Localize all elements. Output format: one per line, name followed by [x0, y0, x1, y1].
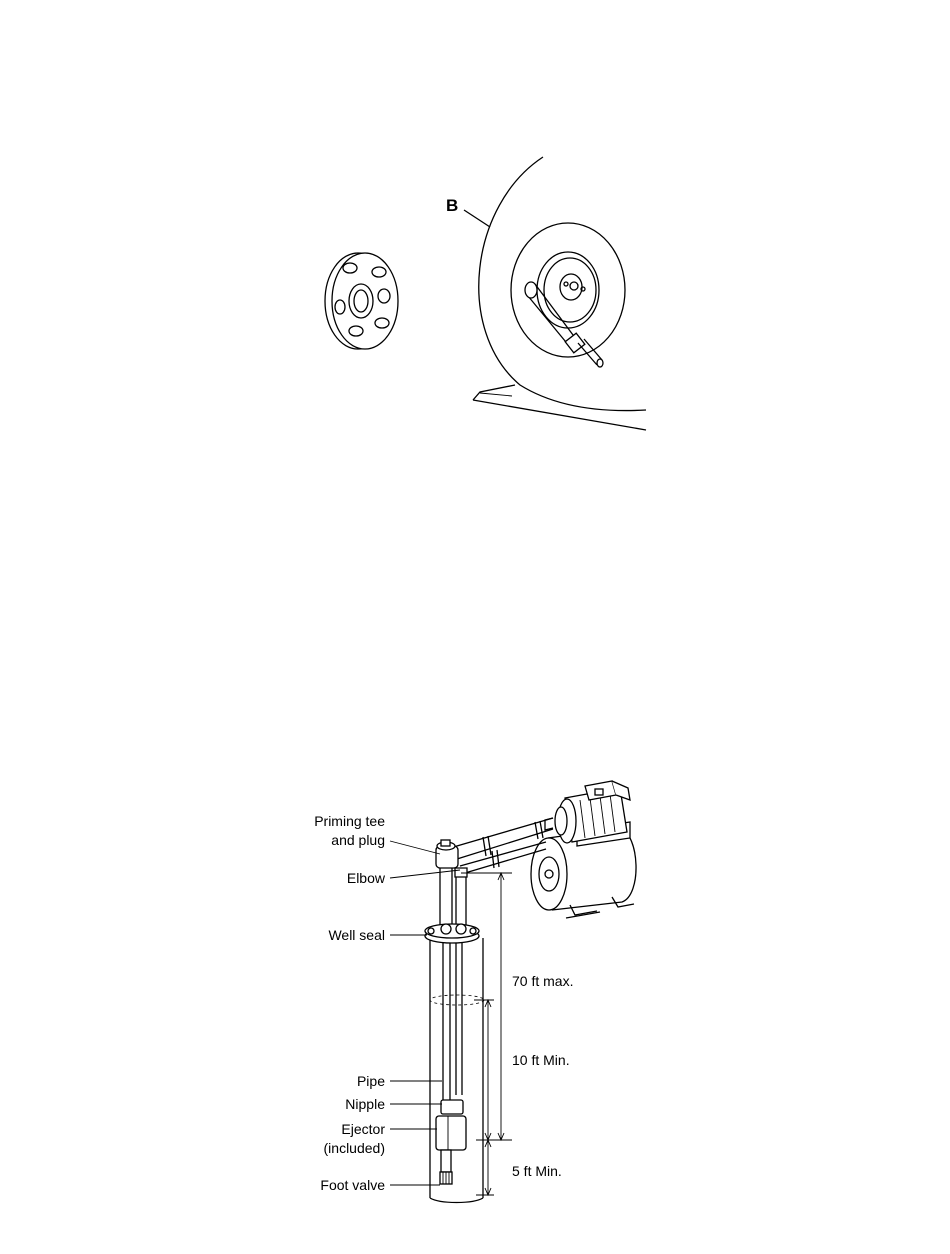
well-installation-drawing: Priming tee and plug Elbow Well seal Pip…	[0, 760, 950, 1254]
callout-b: B	[446, 196, 490, 227]
tank-flange-figure: B	[0, 0, 950, 480]
nipple-label: Nipple	[345, 1096, 385, 1112]
pump-and-tank-assembly	[531, 781, 636, 918]
submersion-label: 10 ft Min.	[512, 1052, 570, 1068]
ejector-assembly	[436, 1100, 466, 1184]
elbow-label: Elbow	[347, 870, 386, 886]
well-seal	[425, 924, 479, 943]
flange-ring-part	[325, 253, 398, 349]
ejector-label-line1: Ejector	[341, 1121, 385, 1137]
well-casing	[430, 938, 484, 1203]
bottom-clearance-label: 5 ft Min.	[512, 1163, 562, 1179]
elbow-fitting	[455, 868, 467, 877]
well-pipes	[440, 868, 466, 1105]
dimension-labels: 70 ft max. 10 ft Min. 5 ft Min.	[512, 973, 573, 1179]
tank-flange-drawing: B	[0, 0, 950, 480]
dimension-lines	[461, 873, 512, 1195]
ejector-label-line2: (included)	[324, 1140, 385, 1156]
pipe-label: Pipe	[357, 1073, 385, 1089]
callout-b-label: B	[446, 196, 458, 215]
tank-body	[473, 157, 646, 430]
priming-tee-label-line1: Priming tee	[314, 813, 385, 829]
foot-valve-label: Foot valve	[320, 1177, 385, 1193]
total-depth-label: 70 ft max.	[512, 973, 573, 989]
priming-tee-label-line2: and plug	[331, 832, 385, 848]
well-installation-figure: Priming tee and plug Elbow Well seal Pip…	[0, 760, 950, 1254]
part-labels: Priming tee and plug Elbow Well seal Pip…	[314, 813, 386, 1193]
well-seal-label: Well seal	[328, 927, 385, 943]
